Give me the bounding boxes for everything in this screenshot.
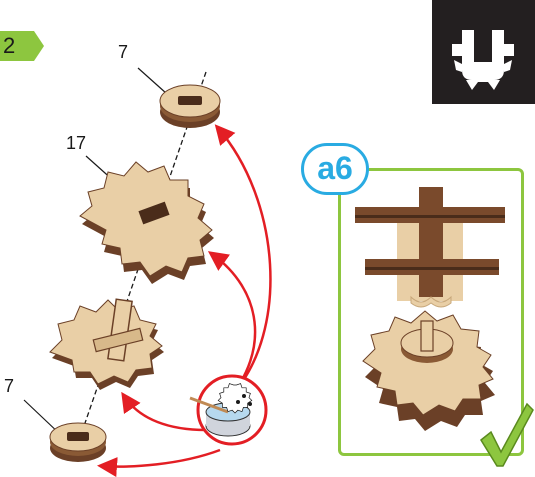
- part-7-bottom: [49, 422, 107, 462]
- axle-side-view: [355, 187, 505, 308]
- brand-logo: [432, 0, 535, 104]
- detail-panel: [338, 168, 524, 456]
- detail-illustration: [355, 187, 505, 431]
- detail-badge: [301, 143, 369, 195]
- label-top-part: 7: [118, 42, 129, 62]
- step-badge-icon: [0, 31, 44, 61]
- part-7-top: [159, 84, 221, 128]
- axle-assembly: [49, 298, 164, 390]
- label-gear: 17: [66, 133, 87, 153]
- gear-assembly-view: [362, 310, 495, 431]
- step-number: 2: [3, 33, 16, 58]
- checkmark-icon: [480, 402, 534, 467]
- detail-badge-label: a6: [317, 150, 353, 186]
- label-bottom-part: 7: [4, 376, 15, 396]
- logo-gear-icon: [452, 30, 514, 90]
- glue-cup-icon: [189, 374, 268, 446]
- gear-17: [79, 161, 214, 284]
